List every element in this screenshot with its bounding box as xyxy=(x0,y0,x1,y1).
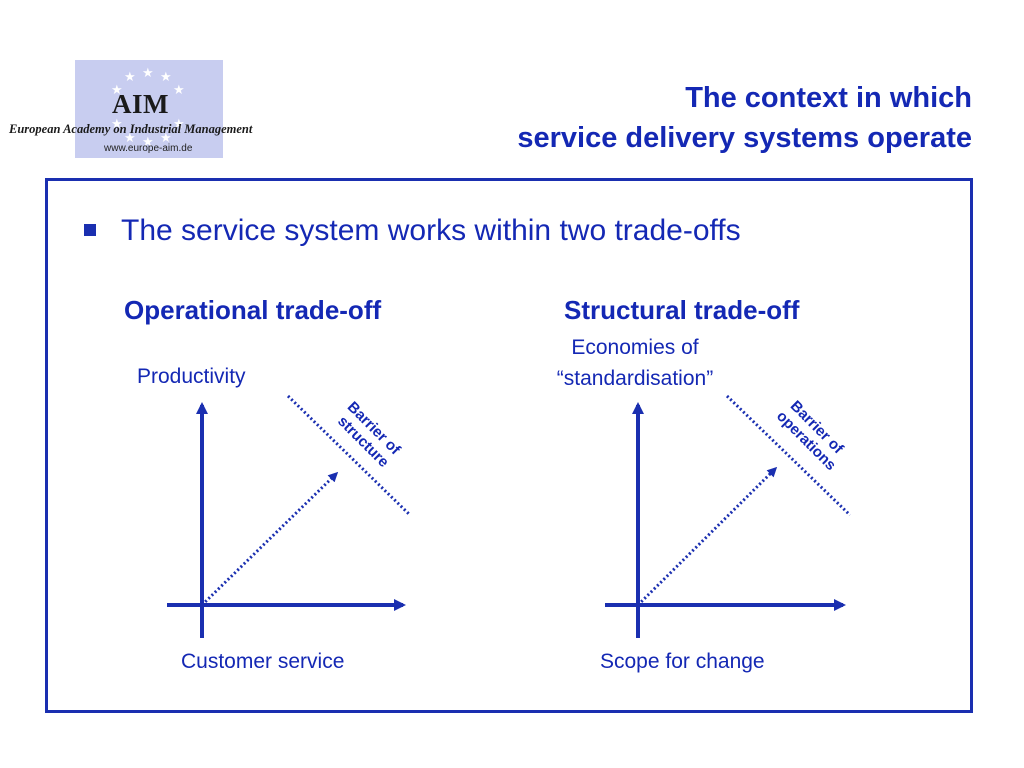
bullet-square-icon xyxy=(84,224,96,236)
right-y-axis-label-line-2: “standardisation” xyxy=(556,367,714,390)
svg-text:★: ★ xyxy=(173,117,185,132)
slide-title: The context in which service delivery sy… xyxy=(517,78,972,158)
slide-title-line-2: service delivery systems operate xyxy=(517,122,972,154)
svg-text:★: ★ xyxy=(160,131,172,146)
logo-stars-icon: ★ ★ ★ ★ ★ ★ ★ ★ ★ ★ xyxy=(111,66,185,150)
svg-text:★: ★ xyxy=(111,83,123,98)
left-heading: Operational trade-off xyxy=(124,295,382,325)
logo-background xyxy=(75,60,223,158)
right-trajectory-arrow xyxy=(636,466,778,607)
left-barrier-line xyxy=(286,394,412,517)
slide-title-line-1: The context in which xyxy=(685,82,972,114)
svg-text:★: ★ xyxy=(142,135,154,150)
bullet-text: The service system works within two trad… xyxy=(121,214,741,247)
logo-url: www.europe-aim.de xyxy=(104,143,193,154)
logo-subtitle: European Academy on Industrial Managemen… xyxy=(9,122,253,136)
logo-name: AIM xyxy=(112,89,169,119)
right-barrier-line xyxy=(725,394,852,517)
svg-text:★: ★ xyxy=(124,131,136,146)
right-y-axis-label-line-1: Economies of xyxy=(571,336,699,359)
svg-text:★: ★ xyxy=(124,70,136,85)
content-frame xyxy=(45,178,973,713)
left-y-axis-label: Productivity xyxy=(137,365,246,388)
right-x-axis-label: Scope for change xyxy=(600,650,765,673)
svg-text:★: ★ xyxy=(160,70,172,85)
right-barrier-label: Barrier of operations xyxy=(773,396,851,474)
right-heading: Structural trade-off xyxy=(564,295,800,325)
left-x-axis-label: Customer service xyxy=(181,650,345,673)
right-y-axis-label: Economies of “standardisation” xyxy=(530,332,740,394)
svg-text:★: ★ xyxy=(142,66,154,81)
left-barrier-label: Barrier of structure xyxy=(332,398,407,473)
svg-text:★: ★ xyxy=(173,83,185,98)
left-trajectory-arrow xyxy=(200,471,339,607)
svg-text:★: ★ xyxy=(111,117,123,132)
